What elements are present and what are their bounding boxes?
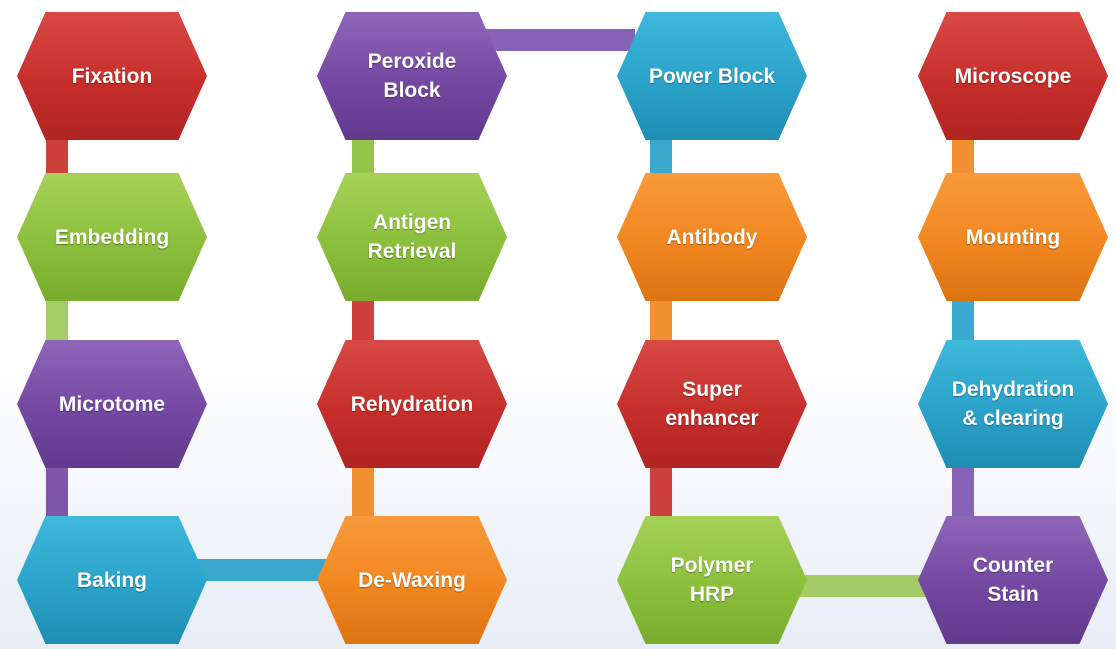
step-label: Antibody	[666, 225, 758, 249]
step-label: Microscope	[954, 64, 1072, 88]
step-de-waxing: De-Waxing	[317, 516, 507, 644]
connector-baking-dewaxing	[190, 559, 330, 581]
step-mounting: Mounting	[918, 173, 1108, 301]
connector-rehydration-antigen	[352, 290, 374, 350]
step-polymer-hrp: Polymer HRP	[617, 516, 807, 644]
step-label: Peroxide Block	[367, 50, 457, 102]
step-super-enhancer: Super enhancer	[617, 340, 807, 468]
connector-superenhancer-polymer	[650, 455, 672, 525]
connector-dehydration-mounting	[952, 290, 974, 350]
step-power-block: Power Block	[617, 12, 807, 140]
step-antigen-retrieval: Antigen Retrieval	[317, 173, 507, 301]
step-label: Antigen Retrieval	[367, 211, 457, 263]
connector-embedding-microtome	[46, 290, 68, 350]
step-label: Power Block	[648, 64, 776, 88]
step-rehydration: Rehydration	[317, 340, 507, 468]
connector-microtome-baking	[46, 455, 68, 525]
connector-polymer-counterstain	[790, 575, 930, 597]
step-label: Super enhancer	[665, 378, 759, 430]
connector-fixation-embedding	[46, 125, 68, 185]
step-microtome: Microtome	[17, 340, 207, 468]
step-label: Rehydration	[350, 392, 474, 416]
step-label: Fixation	[71, 64, 153, 88]
connector-dewaxing-rehydration	[352, 455, 374, 525]
step-label: Counter Stain	[972, 554, 1054, 606]
step-dehydration-clearing: Dehydration & clearing	[918, 340, 1108, 468]
connector-counterstain-dehydration	[952, 455, 974, 525]
step-label: De-Waxing	[358, 568, 466, 592]
connector-antigen-peroxide	[352, 125, 374, 185]
connector-power-antibody	[650, 125, 672, 185]
step-counter-stain: Counter Stain	[918, 516, 1108, 644]
step-label: Mounting	[965, 225, 1061, 249]
connector-antibody-superenhancer	[650, 290, 672, 350]
step-peroxide-block: Peroxide Block	[317, 12, 507, 140]
step-label: Polymer HRP	[670, 554, 754, 606]
step-baking: Baking	[17, 516, 207, 644]
step-label: Baking	[76, 568, 147, 592]
connector-peroxide-power	[485, 29, 635, 51]
step-microscope: Microscope	[918, 12, 1108, 140]
connector-mounting-microscope	[952, 125, 974, 185]
step-fixation: Fixation	[17, 12, 207, 140]
step-embedding: Embedding	[17, 173, 207, 301]
step-antibody: Antibody	[617, 173, 807, 301]
step-label: Embedding	[54, 225, 170, 249]
step-label: Microtome	[58, 392, 166, 416]
step-label: Dehydration & clearing	[951, 378, 1075, 430]
